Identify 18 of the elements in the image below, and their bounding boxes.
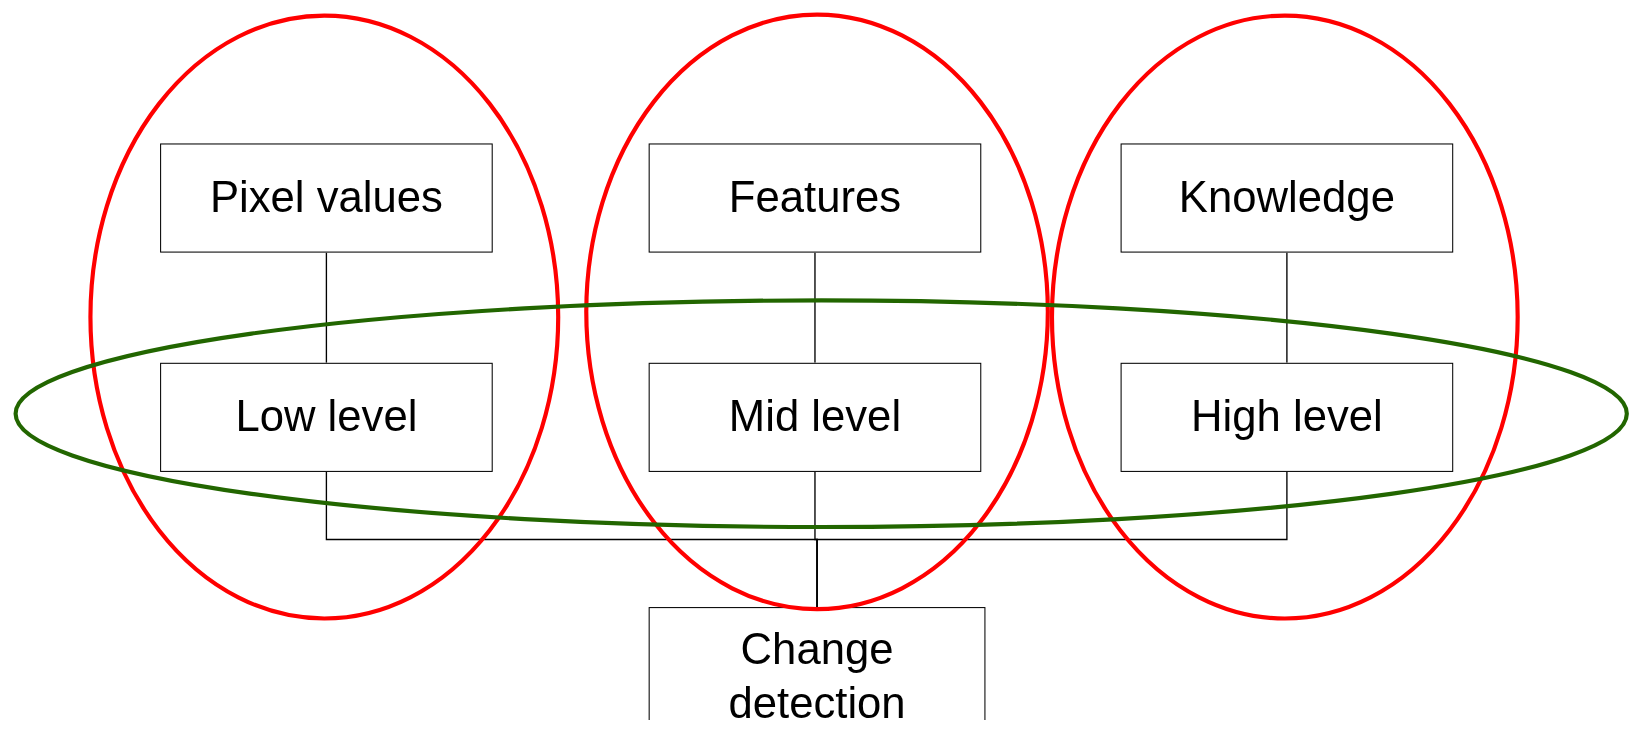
process-box: [648, 362, 982, 472]
process-box: [160, 143, 493, 253]
box-label: Mid level: [728, 391, 902, 443]
connector-line: [325, 251, 328, 364]
process-box: [648, 607, 986, 720]
connector-line: [1286, 251, 1288, 364]
box-label: Low level: [235, 391, 418, 443]
box-label: Pixel values: [209, 171, 443, 224]
process-box: [1120, 143, 1454, 253]
box-label: High level: [1191, 391, 1383, 443]
connector-line: [814, 251, 816, 364]
box-label: Features: [728, 171, 902, 224]
box-label: Change detection: [727, 623, 907, 720]
connector-line: [816, 471, 1288, 608]
process-box: [1120, 362, 1454, 472]
process-box: [648, 143, 982, 253]
process-box: [160, 362, 493, 472]
box-label: Knowledge: [1178, 171, 1395, 224]
